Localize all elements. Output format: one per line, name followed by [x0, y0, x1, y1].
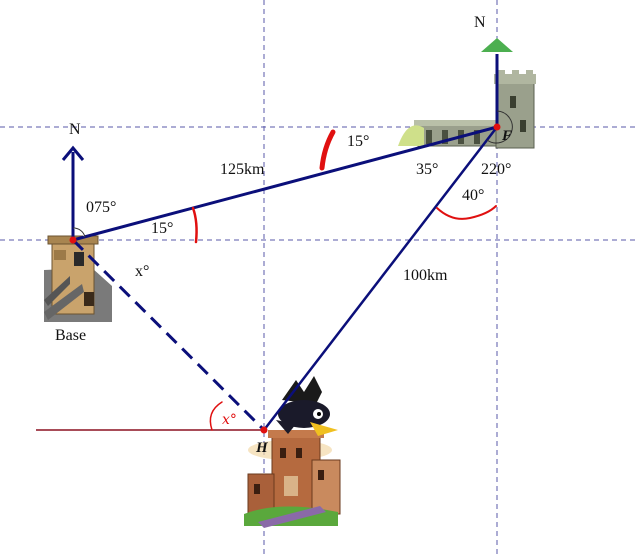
- point-f-label: F: [501, 128, 512, 144]
- north-label-base: N: [69, 121, 81, 138]
- angle-40-label: 40°: [462, 187, 484, 204]
- point-f: [493, 123, 501, 131]
- line-base-to-h-dashed: [71, 238, 266, 432]
- angle-x-base-label: x°: [135, 263, 149, 280]
- red-annotation-marks: [191, 129, 497, 431]
- angle-35-label: 35°: [416, 161, 438, 178]
- crow-icon: [276, 376, 338, 436]
- angle-arc-base: [72, 227, 86, 238]
- angle-15-top-label: 15°: [347, 133, 369, 150]
- base-tower-icon: [44, 235, 112, 322]
- north-arrow-base: [61, 145, 85, 240]
- distance-100km-label: 100km: [403, 267, 448, 284]
- angle-220-label: 220°: [481, 161, 511, 178]
- handwritten-x-angle: x°: [222, 412, 237, 428]
- north-marker-f: [481, 38, 513, 52]
- point-base: [69, 236, 77, 244]
- line-base-to-f: [72, 125, 498, 242]
- castle-f-icon: [398, 70, 536, 149]
- point-h: [260, 426, 268, 434]
- distance-125km-label: 125km: [220, 161, 265, 178]
- north-label-f: N: [474, 14, 486, 31]
- castle-h-icon: [244, 430, 341, 528]
- line-f-to-h: [263, 126, 498, 431]
- bearing-075-label: 075°: [86, 199, 116, 216]
- angle-arc-f: [486, 110, 513, 144]
- base-name-label: Base: [55, 327, 86, 344]
- angle-15-base-label: 15°: [151, 220, 173, 237]
- point-h-label: H: [255, 440, 269, 456]
